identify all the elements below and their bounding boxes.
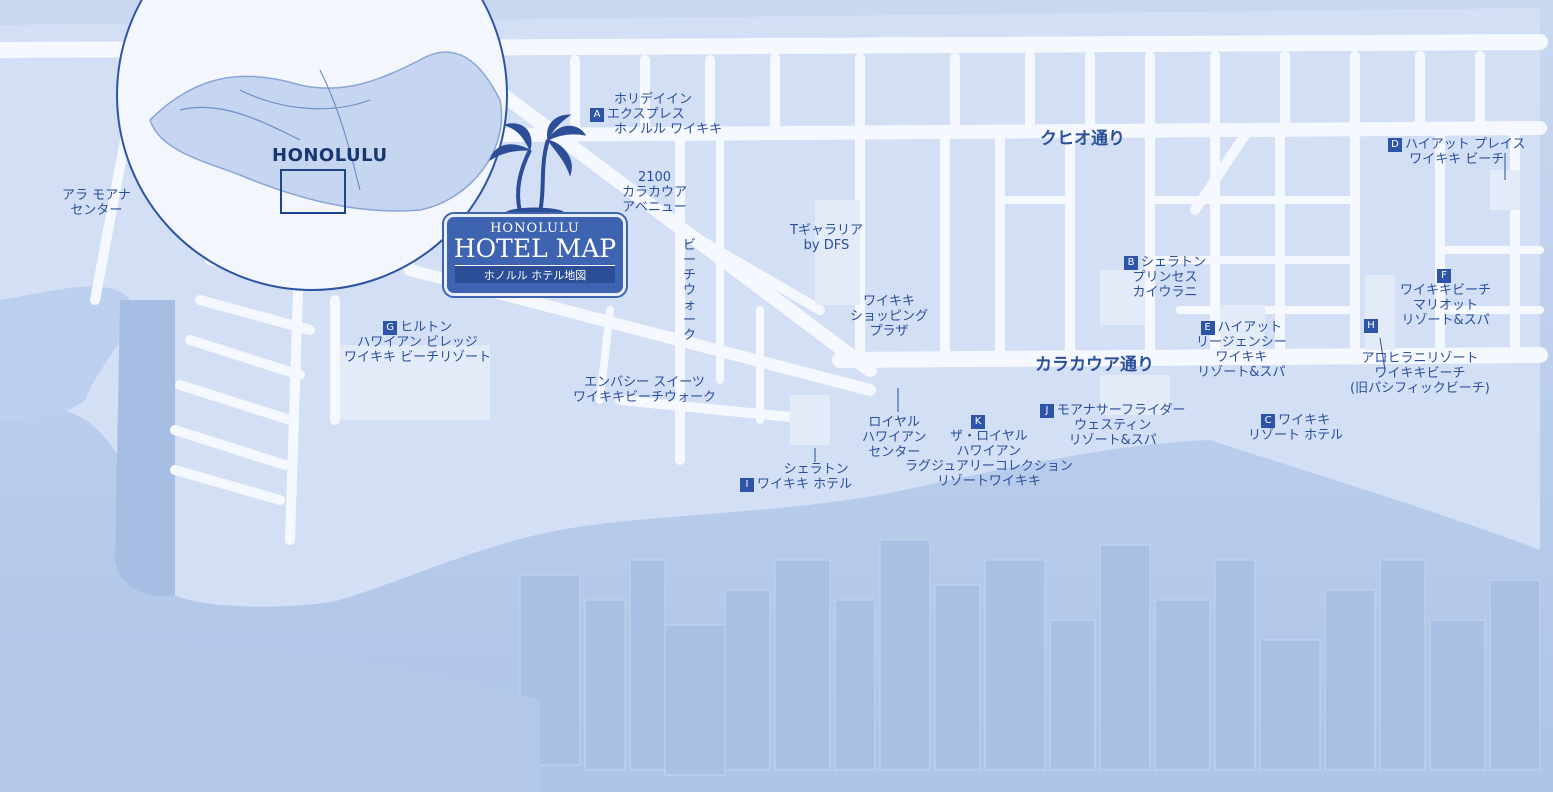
hotel-line: アロヒラニリゾート [1361,351,1479,366]
shoreline-foreground [0,638,540,792]
street-kuhio: クヒオ通り [1040,129,1125,149]
place-ala-moana: アラ モアナ センター [62,188,131,218]
title-line-1: HONOLULU [490,221,580,236]
place-line: カラカウア [622,185,688,200]
hotel-line: カイウラニ [1132,285,1198,300]
hotel-f[interactable]: F ワイキキビーチ マリオット リゾート&スパ [1400,268,1491,328]
place-line: エンバシー スイーツ [584,375,705,390]
hotel-line: ワイキキ ビーチリゾート [344,350,492,365]
hotel-key-badge: H [1364,319,1378,333]
hotel-line: ハイアット [1217,320,1283,335]
place-line: Tギャラリア [790,223,863,238]
hotel-key-badge: J [1040,404,1054,418]
hotel-key-badge: K [971,415,985,429]
hotel-line: (旧パシフィックビーチ) [1350,381,1490,396]
place-t-galleria: Tギャラリア by DFS [790,223,863,253]
hotel-line: ハイアット プレイス [1405,137,1526,152]
hotel-line: ワイキキ [1215,350,1268,365]
place-line: ハワイアン [862,430,927,445]
hotel-line: ワイキキ [1278,413,1331,428]
hotel-line: リゾート&スパ [1197,365,1286,380]
street-kalakaua: カラカウア通り [1035,355,1154,375]
hotel-line: プリンセス [1132,270,1198,285]
city-skyline [519,539,1541,776]
harbor-water [0,286,132,420]
hotel-h[interactable]: H アロヒラニリゾート ワイキキビーチ (旧パシフィックビーチ) [1350,318,1490,396]
hotel-key-badge: C [1261,414,1276,428]
place-2100-kalakaua: 2100 カラカウア アベニュー [622,170,687,215]
hotel-line: ハワイアン [956,444,1022,459]
hotel-key-badge: A [590,108,604,122]
place-shopping-plaza: ワイキキ ショッピング プラザ [850,294,928,339]
place-line: ワイキキ [863,294,916,309]
hotel-key-badge: B [1124,256,1138,270]
hotel-line: ワイキキ ホテル [757,477,853,492]
place-line: ショッピング [850,309,929,324]
hotel-key-badge: I [740,478,754,492]
title-line-2: HOTEL MAP [453,234,617,263]
place-embassy-suites: エンバシー スイーツ ワイキキビーチウォーク [573,375,716,405]
hotel-line: ウェスティン [1074,418,1152,433]
hotel-line: モアナサーフライダー [1057,403,1186,418]
hotel-line: マリオット [1413,298,1479,313]
hotel-line: リージェンシー [1196,335,1287,350]
place-line: ロイヤル [868,415,921,430]
oahu-inset-map [116,0,508,291]
hotel-line: ハワイアン ビレッジ [357,335,478,350]
hotel-line: ホリデイイン [614,92,693,107]
place-line: 2100 [637,170,672,185]
place-line: アラ モアナ [62,188,131,203]
inset-city-label: HONOLULU [272,145,388,166]
map-title-plate: HONOLULU HOTEL MAP ホノルル ホテル地図 [444,214,626,296]
place-line: センター [868,445,921,460]
hotel-line: ヒルトン [400,320,453,335]
place-royal-hawaiian-center: ロイヤル ハワイアン センター [862,415,926,460]
hotel-line: シェラトン [783,462,849,477]
place-line: ワイキキビーチウォーク [573,390,717,405]
inset-focus-box [280,169,346,214]
hotel-line: エクスプレス [607,107,685,122]
hotel-line: シェラトン [1141,255,1207,270]
hotel-line: リゾート&スパ [1068,433,1157,448]
hotel-line: ワイキキ ビーチ [1409,152,1505,167]
leader-lines [814,153,1506,462]
title-line-3: ホノルル ホテル地図 [455,265,615,283]
hotel-key-badge: D [1388,138,1402,152]
canal-water [115,300,175,597]
hotel-key-badge: E [1200,321,1215,335]
hotel-line: ラグジュアリーコレクション [905,459,1073,474]
hotel-line: ワイキキビーチ [1400,283,1492,298]
hotel-key-badge: G [383,321,398,335]
hotel-line: ワイキキビーチ [1374,366,1466,381]
street-beachwalk: ビーチウォーク [682,238,696,343]
hotel-line: リゾート ホテル [1248,428,1344,443]
hotel-k[interactable]: K ザ・ロイヤル ハワイアン ラグジュアリーコレクション リゾートワイキキ [905,414,1073,489]
hotel-key-badge: F [1437,269,1451,283]
place-line: by DFS [803,238,850,253]
place-line: プラザ [869,324,909,339]
hotel-line: リゾートワイキキ [936,474,1041,489]
building-blocks [340,170,1520,445]
hotel-line: リゾート&スパ [1401,313,1490,328]
place-line: アベニュー [622,200,687,215]
place-line: センター [70,203,123,218]
hotel-line: ザ・ロイヤル [950,429,1028,444]
hotel-line: ホノルル ワイキキ [614,122,723,137]
